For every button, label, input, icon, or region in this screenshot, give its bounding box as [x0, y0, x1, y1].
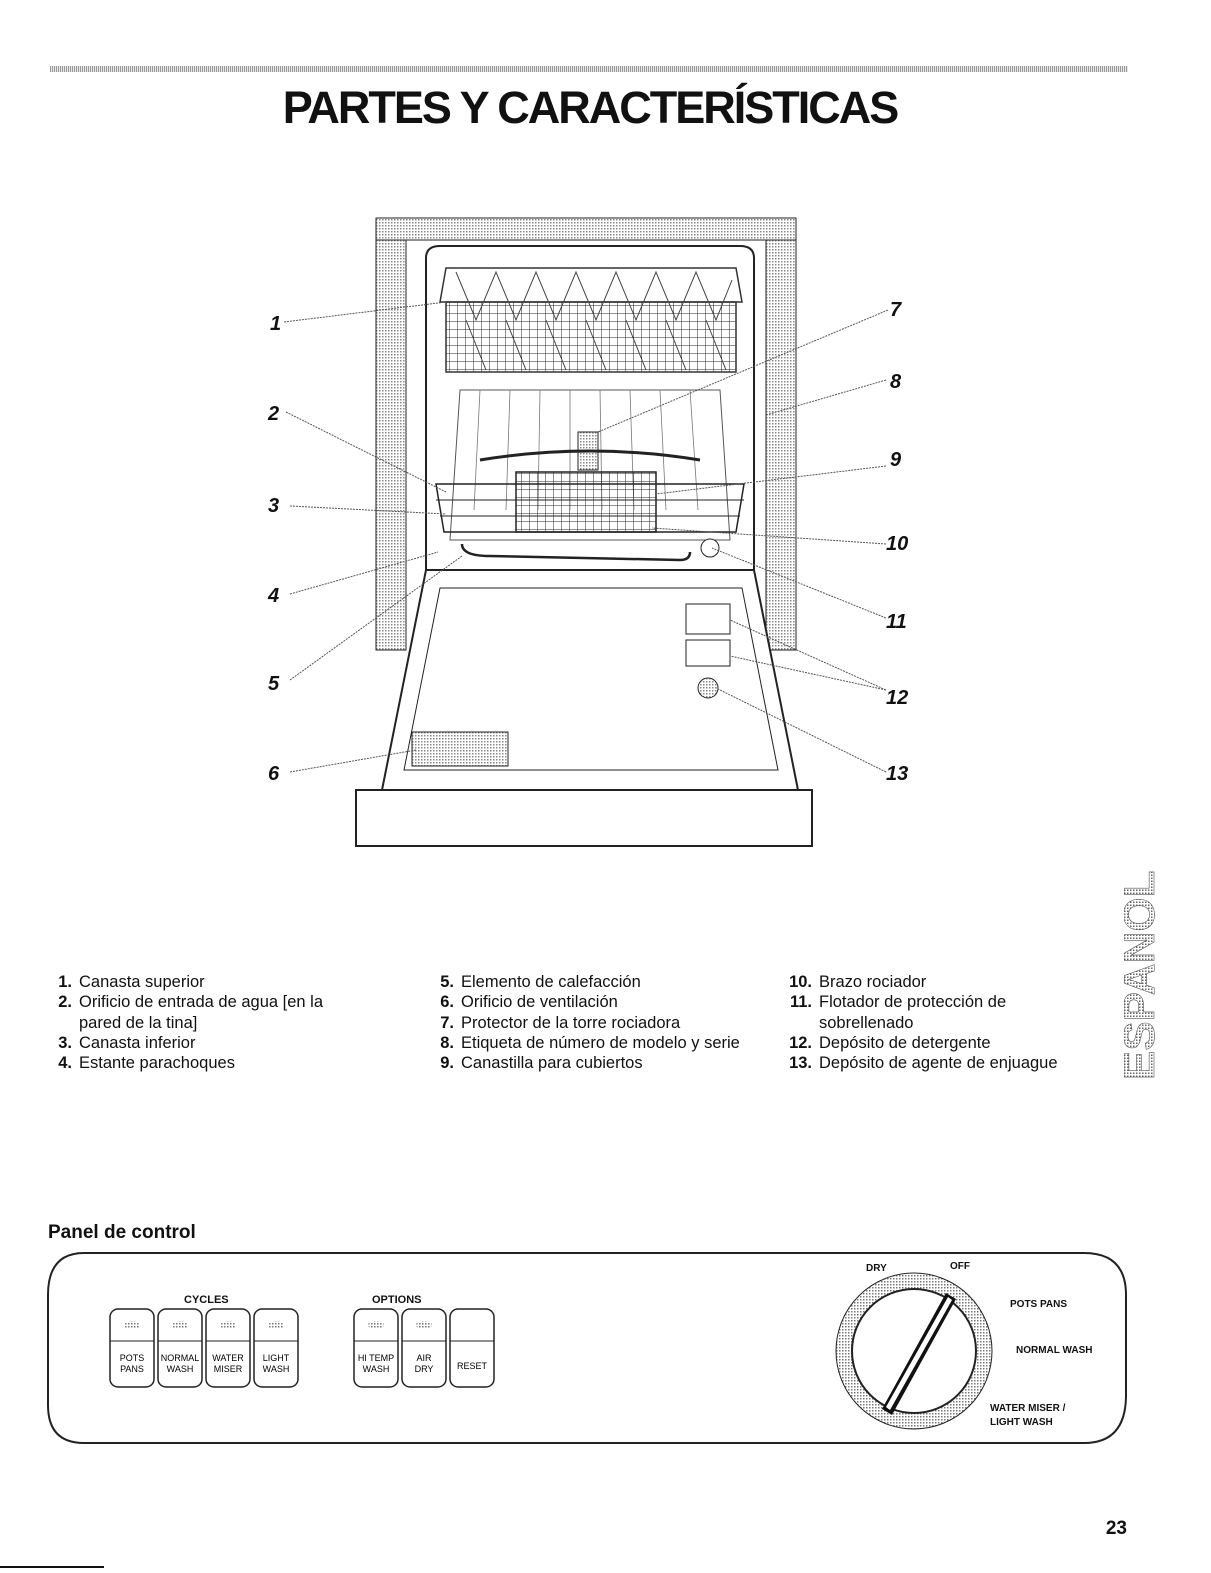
- svg-text:WASH: WASH: [263, 1364, 290, 1374]
- svg-text:AIR: AIR: [416, 1353, 432, 1363]
- callout-8: 8: [890, 371, 902, 393]
- silverware-basket: [515, 471, 657, 533]
- legend-item: 6.Orificio de ventilación: [440, 993, 618, 1012]
- callout-5: 5: [268, 673, 280, 695]
- cycle-button-light-wash[interactable]: LIGHT WASH: [253, 1308, 299, 1388]
- control-panel-diagram: CYCLES OPTIONS POTS PANS NORMAL WASH WAT…: [47, 1252, 1127, 1444]
- cabinet-left: [375, 239, 407, 651]
- cycle-dial[interactable]: [835, 1272, 993, 1430]
- top-rule: [50, 66, 1128, 72]
- countertop: [375, 217, 797, 241]
- svg-text:RESET: RESET: [457, 1361, 488, 1371]
- legend-item: 10.Brazo rociador: [789, 973, 927, 991]
- cycle-button-water-miser[interactable]: WATER MISER: [205, 1308, 251, 1388]
- legend-column-3: 10.Brazo rociador 11.Flotador de protecc…: [782, 972, 1102, 1073]
- lower-rack: [435, 449, 745, 533]
- options-label: OPTIONS: [372, 1294, 422, 1306]
- dial-water-miser-label: WATER MISER /: [990, 1403, 1066, 1414]
- dial-off-label: OFF: [950, 1261, 970, 1272]
- legend-item: 8.Etiqueta de número de modelo y serie: [440, 1033, 740, 1052]
- callout-10: 10: [886, 533, 908, 555]
- legend-item: 3.Canasta inferior: [58, 1033, 196, 1052]
- page-title: PARTES Y CARACTERÍSTICAS: [282, 82, 900, 133]
- legend-item: 1.Canasta superior: [58, 973, 205, 991]
- callout-12: 12: [886, 687, 908, 709]
- svg-text:WASH: WASH: [167, 1364, 194, 1374]
- legend-item: 12.Depósito de detergente: [789, 1033, 991, 1052]
- svg-text:DRY: DRY: [415, 1364, 434, 1374]
- cycles-label: CYCLES: [184, 1294, 229, 1306]
- svg-text:MISER: MISER: [214, 1364, 243, 1374]
- option-button-hi-temp-wash[interactable]: HI TEMP WASH: [353, 1308, 399, 1388]
- heating-element: [460, 543, 692, 562]
- cycle-button-pots-pans[interactable]: POTS PANS: [109, 1308, 155, 1388]
- legend-item: 9.Canastilla para cubiertos: [440, 1054, 643, 1073]
- control-panel-heading: Panel de control: [48, 1222, 196, 1243]
- callout-11: 11: [886, 611, 907, 633]
- legend-item: 11.Flotador de protección de sobrellenad…: [789, 993, 1007, 1032]
- callout-9: 9: [890, 449, 902, 471]
- svg-text:HI TEMP: HI TEMP: [358, 1353, 394, 1363]
- vent: [411, 731, 509, 767]
- dial-normal-wash-label: NORMAL WASH: [1016, 1345, 1092, 1356]
- cabinet-right: [765, 239, 797, 651]
- legend-item: 13.Depósito de agente de enjuague: [789, 1054, 1058, 1073]
- legend-item: 2.Orificio de entrada de agua [en la par…: [58, 993, 323, 1032]
- legend-item: 4.Estante parachoques: [58, 1054, 235, 1073]
- legend-column-1: 1.Canasta superior 2.Orificio de entrada…: [42, 972, 362, 1073]
- upper-rack: [439, 267, 743, 373]
- callout-3: 3: [268, 495, 279, 517]
- option-button-reset[interactable]: RESET: [449, 1308, 495, 1388]
- cycle-buttons: POTS PANS NORMAL WASH WATER MISER LIGHT …: [109, 1308, 299, 1388]
- detergent-cup: [685, 603, 731, 635]
- callout-4: 4: [267, 585, 279, 607]
- svg-text:WASH: WASH: [363, 1364, 390, 1374]
- option-button-air-dry[interactable]: AIR DRY: [401, 1308, 447, 1388]
- svg-text:POTS: POTS: [120, 1353, 145, 1363]
- callout-6: 6: [268, 763, 280, 785]
- svg-text:LIGHT: LIGHT: [263, 1353, 290, 1363]
- callout-13: 13: [886, 763, 908, 785]
- dial-dry-label: DRY: [866, 1263, 887, 1274]
- svg-text:NORMAL: NORMAL: [161, 1353, 200, 1363]
- callout-1: 1: [270, 313, 281, 335]
- door-edge: [355, 789, 813, 847]
- language-side-tab: ESPAÑOL: [1124, 870, 1164, 1080]
- page-number: 23: [1105, 1518, 1127, 1539]
- cycle-button-normal-wash[interactable]: NORMAL WASH: [157, 1308, 203, 1388]
- dishwasher-diagram: 1 2 3 4 5 6 7 8 9 10 11 12 13: [267, 217, 908, 847]
- callout-7: 7: [890, 299, 902, 321]
- svg-text:WATER: WATER: [212, 1353, 244, 1363]
- callout-2: 2: [267, 403, 279, 425]
- rinse-aid-cap: [697, 677, 719, 699]
- dial-light-wash-label: LIGHT WASH: [990, 1417, 1053, 1428]
- dial-pots-pans-label: POTS PANS: [1010, 1299, 1067, 1310]
- bottom-rule: [0, 1566, 104, 1568]
- option-buttons: HI TEMP WASH AIR DRY RESET: [353, 1308, 495, 1388]
- legend-item: 5.Elemento de calefacción: [440, 973, 641, 991]
- detergent-cup-2: [685, 639, 731, 667]
- legend-column-2: 5.Elemento de calefacción 6.Orificio de …: [424, 972, 754, 1073]
- side-tab-label: ESPAÑOL: [1124, 871, 1164, 1080]
- svg-text:PANS: PANS: [120, 1364, 144, 1374]
- legend-item: 7.Protector de la torre rociadora: [440, 1013, 681, 1032]
